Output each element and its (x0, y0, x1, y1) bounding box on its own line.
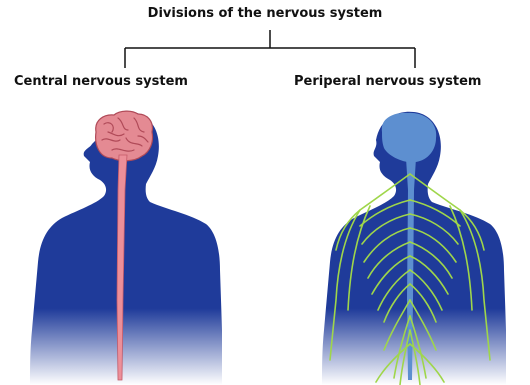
brain (96, 111, 153, 161)
connector-lines (125, 30, 415, 68)
peripheral-nervous-system-label: Periperal nervous system (294, 74, 481, 89)
central-nervous-system-label: Central nervous system (14, 74, 188, 89)
diagram-title: Divisions of the nervous system (0, 6, 530, 21)
peripheral-figure (322, 112, 506, 385)
brain-shape (96, 111, 153, 161)
central-figure (30, 111, 222, 385)
